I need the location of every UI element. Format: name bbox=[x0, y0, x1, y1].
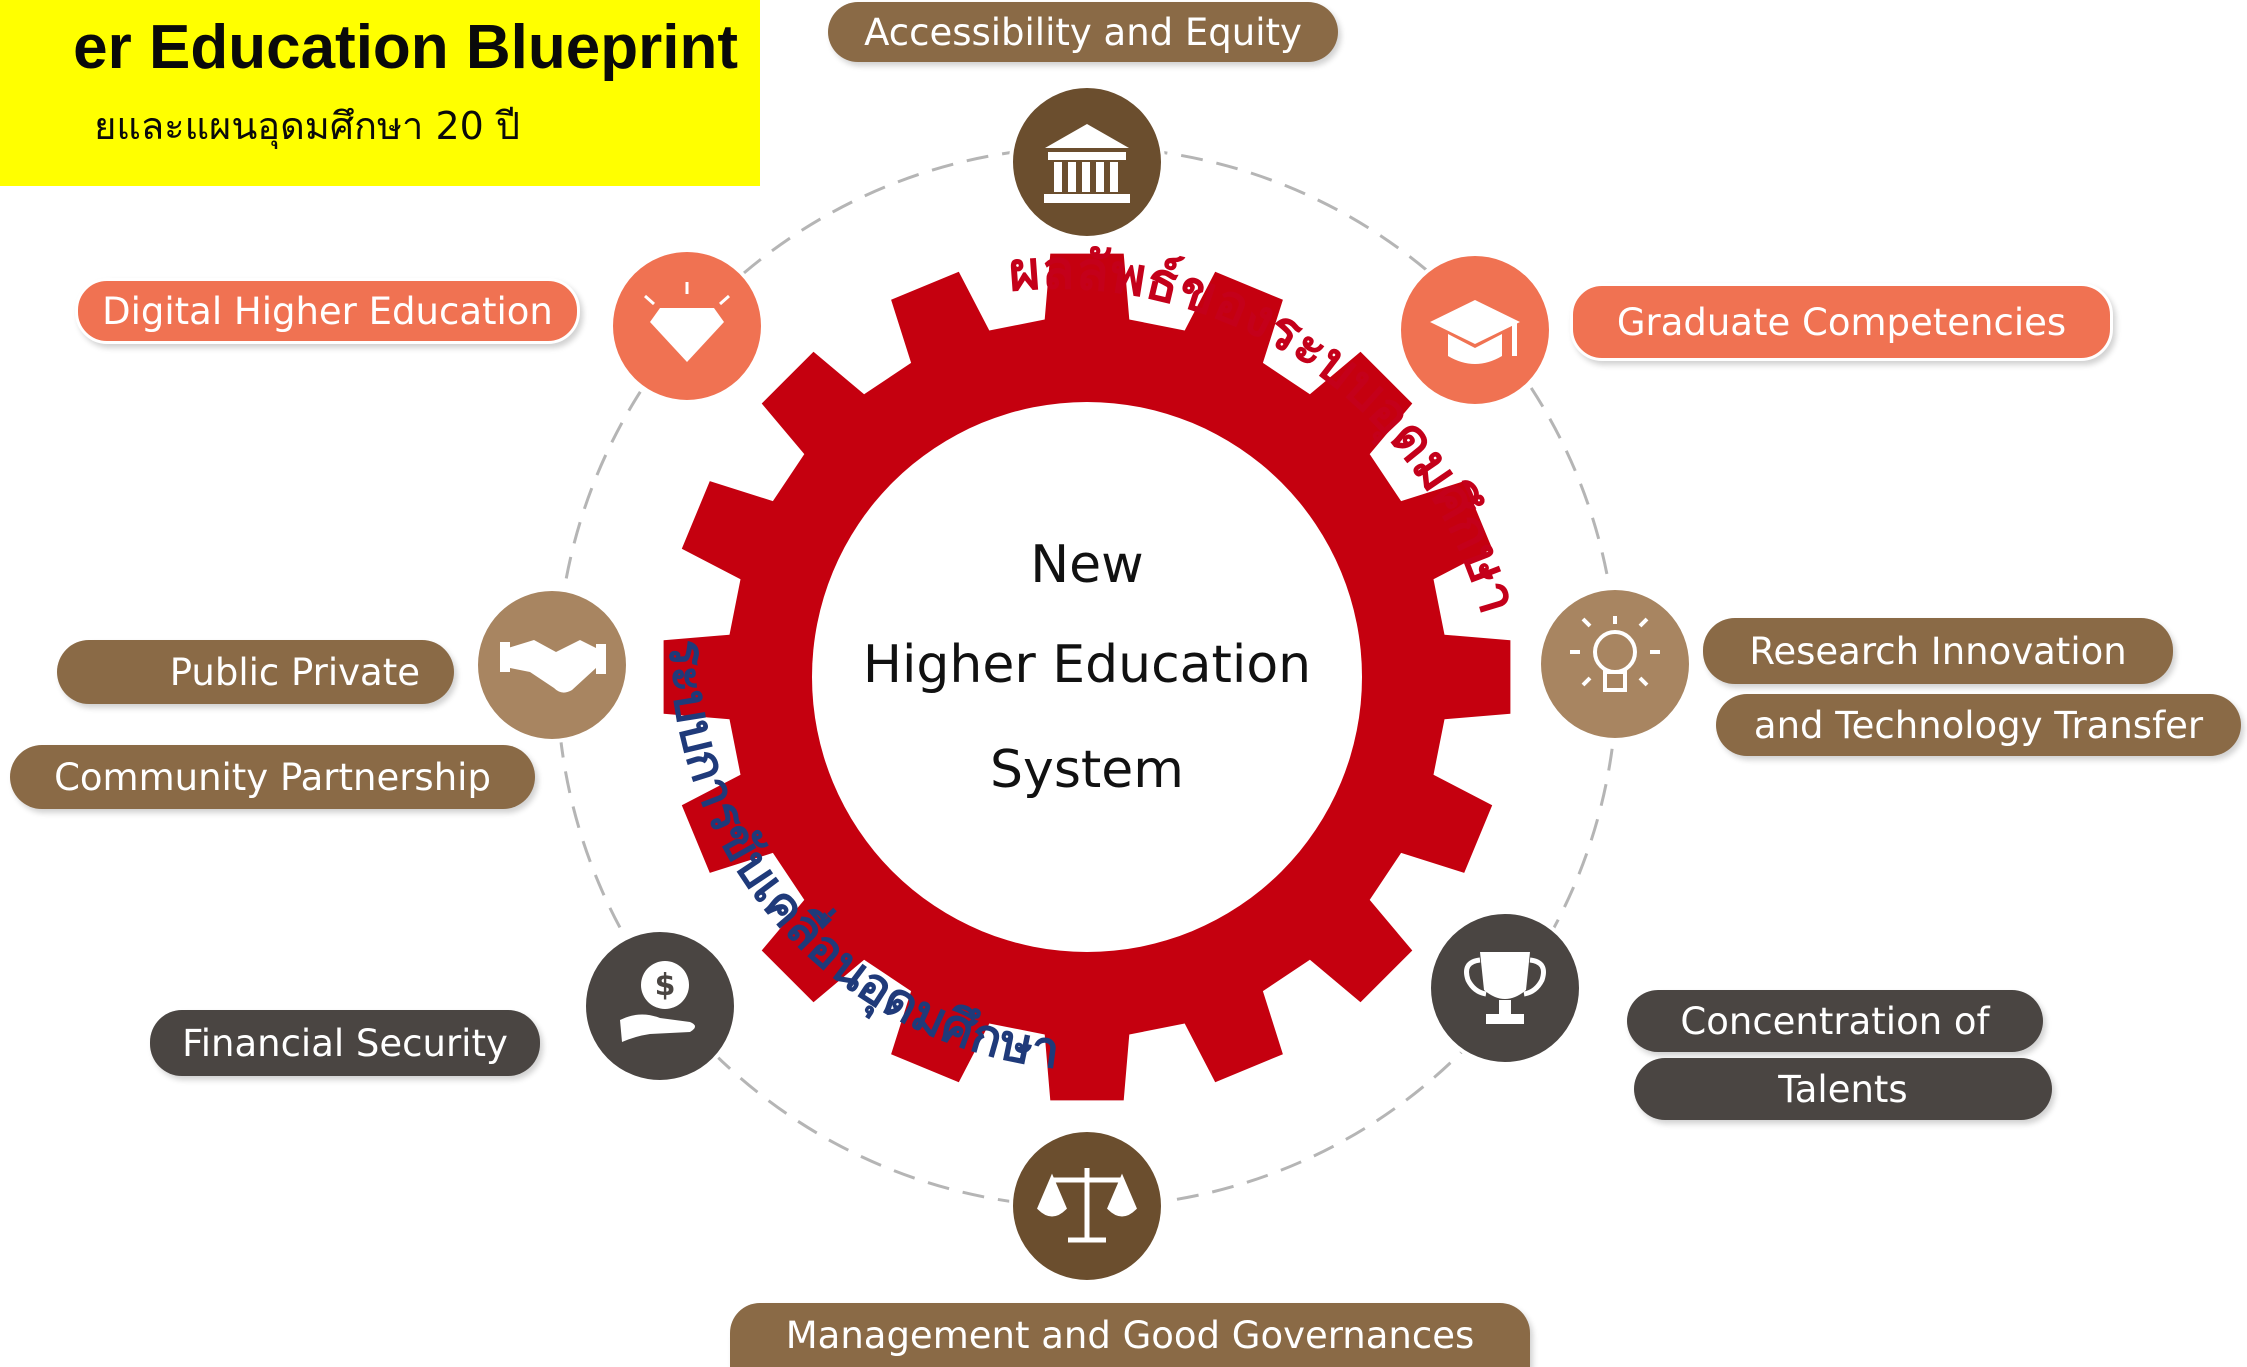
node-bottom-left: $ bbox=[582, 928, 738, 1084]
center-line-2: Higher Education bbox=[862, 635, 1312, 695]
node-top-left bbox=[609, 248, 765, 404]
label-talents: Talents bbox=[1634, 1058, 2052, 1120]
center-line-3: System bbox=[990, 740, 1184, 800]
institution-icon bbox=[1044, 124, 1130, 203]
scales-icon bbox=[1037, 1168, 1137, 1243]
graduation-cap-icon bbox=[1430, 300, 1520, 364]
center-line-1: New bbox=[1030, 535, 1144, 595]
label-digital-higher-education: Digital Higher Education bbox=[75, 278, 580, 344]
label-public-private: Public Private bbox=[57, 640, 454, 704]
banner-subtitle: ยและแผนอุดมศึกษา 20 ปี bbox=[94, 104, 520, 148]
banner-title: er Education Blueprint bbox=[73, 13, 738, 82]
svg-text:$: $ bbox=[655, 968, 676, 1003]
trophy-icon bbox=[1464, 952, 1546, 1024]
money-hand-icon: $ bbox=[620, 961, 695, 1042]
diamond-icon bbox=[644, 282, 730, 362]
node-left bbox=[474, 587, 630, 743]
node-top-right bbox=[1397, 252, 1553, 408]
node-bottom bbox=[1009, 1128, 1165, 1284]
handshake-icon bbox=[500, 640, 606, 693]
label-management-governances: Management and Good Governances bbox=[730, 1303, 1530, 1367]
node-bottom-right bbox=[1427, 910, 1583, 1066]
label-accessibility-equity: Accessibility and Equity bbox=[828, 2, 1338, 62]
node-top bbox=[1009, 84, 1165, 240]
label-graduate-competencies: Graduate Competencies bbox=[1570, 283, 2113, 361]
label-community-partnership: Community Partnership bbox=[10, 745, 535, 809]
label-technology-transfer: and Technology Transfer bbox=[1716, 694, 2241, 756]
lightbulb-icon bbox=[1570, 616, 1660, 692]
gear-hub bbox=[812, 402, 1362, 952]
title-banner: er Education Blueprint ยและแผนอุดมศึกษา … bbox=[0, 0, 760, 186]
node-right bbox=[1537, 586, 1693, 742]
label-research-innovation: Research Innovation bbox=[1703, 618, 2173, 684]
label-financial-security: Financial Security bbox=[150, 1010, 540, 1076]
label-concentration-of: Concentration of bbox=[1627, 990, 2043, 1052]
